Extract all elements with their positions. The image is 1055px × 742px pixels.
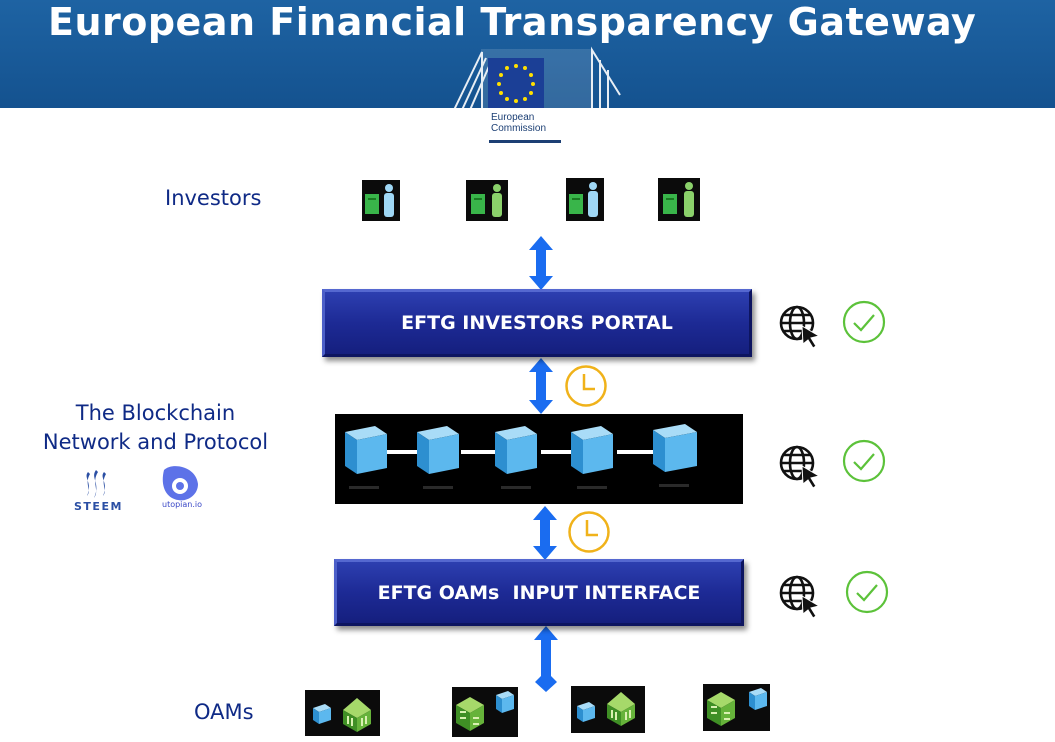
oams-label: OAMs [194, 700, 254, 724]
globe-cursor-icon [779, 305, 821, 348]
blockchain-label: The Blockchain Network and Protocol [28, 399, 283, 457]
checkmark-icon [842, 439, 886, 483]
double-arrow-icon [529, 236, 553, 290]
arrow-up-diamond-icon [534, 626, 558, 692]
steem-logo-icon [86, 470, 106, 498]
building-icon [452, 687, 518, 737]
investors-portal-label: EFTG INVESTORS PORTAL [401, 312, 673, 334]
clock-icon [565, 365, 607, 407]
ec-underline [489, 140, 561, 143]
checkmark-icon [845, 570, 889, 614]
block-icon [345, 426, 387, 474]
oams-input-interface-box[interactable]: EFTG OAMs INPUT INTERFACE [334, 559, 744, 626]
page-title: European Financial Transparency Gateway [48, 0, 977, 44]
blockchain-label-line1: The Blockchain [75, 401, 236, 425]
blockchain-panel [335, 414, 743, 504]
building-icon [571, 686, 645, 733]
ec-text-line2: Commission [491, 123, 547, 134]
investor-icon [362, 180, 400, 221]
double-arrow-icon [533, 506, 557, 560]
globe-cursor-icon [779, 575, 821, 618]
investor-icon [658, 178, 700, 221]
globe-cursor-icon [779, 445, 821, 488]
utopian-label: utopian.io [162, 500, 203, 509]
investors-portal-box[interactable]: EFTG INVESTORS PORTAL [322, 289, 752, 357]
investors-label: Investors [165, 186, 262, 210]
blockchain-label-line2: Network and Protocol [42, 430, 269, 454]
european-commission-logo-icon [453, 46, 621, 142]
checkmark-icon [842, 300, 886, 344]
utopian-logo-icon [162, 466, 198, 501]
investor-icon [466, 180, 508, 221]
blockchain-chain-icon [345, 424, 697, 489]
investor-icon [566, 178, 604, 221]
building-icon [305, 690, 380, 736]
clock-icon [568, 511, 610, 553]
steem-label: STEEM [74, 500, 123, 513]
double-arrow-icon [529, 358, 553, 414]
ec-text-line1: European [491, 112, 535, 123]
building-icon [703, 684, 770, 731]
oams-input-label: EFTG OAMs INPUT INTERFACE [377, 581, 701, 604]
ec-logo-text: European Commission [491, 112, 546, 134]
